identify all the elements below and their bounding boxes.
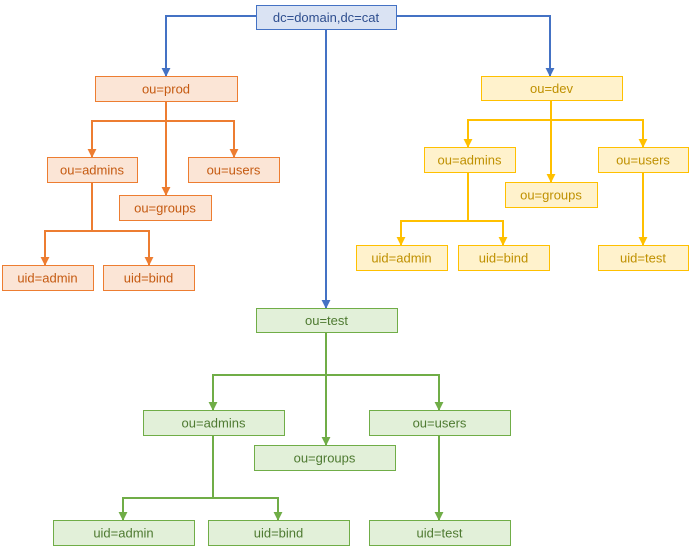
node-dev-admin: uid=admin xyxy=(356,245,448,271)
node-label: ou=dev xyxy=(530,81,574,96)
node-test-admins: ou=admins xyxy=(143,410,285,436)
connector-arrow xyxy=(396,15,555,77)
node-prod: ou=prod xyxy=(95,76,238,102)
node-dev-test: uid=test xyxy=(598,245,689,271)
connector-arrow xyxy=(40,182,93,266)
nodes: dc=domain,dc=cat ou=prod ou=admins ou=users… xyxy=(2,5,689,546)
connector-arrow xyxy=(87,101,167,158)
node-box xyxy=(369,410,511,436)
node-box xyxy=(458,245,550,271)
node-label: ou=test xyxy=(305,313,348,328)
connector-arrow xyxy=(161,15,256,77)
node-box xyxy=(481,76,623,101)
node-dev-admins: ou=admins xyxy=(424,147,516,173)
node-label: ou=users xyxy=(413,416,467,431)
node-test-admin: uid=admin xyxy=(53,520,195,546)
connector-arrow xyxy=(463,100,552,148)
node-root: dc=domain,dc=cat xyxy=(256,5,397,30)
node-test: ou=test xyxy=(256,308,398,333)
node-box xyxy=(256,308,398,333)
connector-arrow xyxy=(326,374,444,411)
node-label: uid=admin xyxy=(17,271,77,286)
node-prod-admin: uid=admin xyxy=(2,265,94,291)
node-label: ou=admins xyxy=(182,416,246,431)
node-prod-admins: ou=admins xyxy=(47,157,138,183)
node-box xyxy=(208,520,350,546)
node-box xyxy=(598,147,689,173)
node-test-groups: ou=groups xyxy=(254,445,396,471)
node-label: ou=admins xyxy=(438,153,502,168)
node-label: ou=groups xyxy=(520,188,582,203)
node-box xyxy=(103,265,195,291)
node-box xyxy=(47,157,138,183)
node-box xyxy=(369,520,511,546)
node-box xyxy=(95,76,238,102)
node-box xyxy=(143,410,285,436)
node-box xyxy=(505,182,598,208)
connector-arrow xyxy=(118,435,214,521)
node-label: ou=groups xyxy=(134,201,196,216)
connector-arrow xyxy=(208,332,327,411)
node-box xyxy=(53,520,195,546)
node-label: ou=users xyxy=(616,153,670,168)
node-box xyxy=(2,265,94,291)
connector-arrow xyxy=(213,497,283,521)
node-label: uid=bind xyxy=(124,271,174,286)
node-dev: ou=dev xyxy=(481,76,623,101)
node-label: uid=admin xyxy=(93,526,153,541)
node-test-test: uid=test xyxy=(369,520,511,546)
node-label: ou=prod xyxy=(142,82,190,97)
node-box xyxy=(188,157,280,183)
node-label: uid=test xyxy=(620,251,666,266)
node-label: ou=groups xyxy=(294,451,356,466)
node-label: uid=test xyxy=(417,526,463,541)
node-box xyxy=(119,195,212,221)
node-test-users: ou=users xyxy=(369,410,511,436)
node-label: ou=admins xyxy=(60,163,124,178)
node-prod-users: ou=users xyxy=(188,157,280,183)
node-test-bind: uid=bind xyxy=(208,520,350,546)
node-prod-groups: ou=groups xyxy=(119,195,212,221)
node-box xyxy=(356,245,448,271)
node-dev-groups: ou=groups xyxy=(505,182,598,208)
node-box xyxy=(598,245,689,271)
node-box xyxy=(424,147,516,173)
node-prod-bind: uid=bind xyxy=(103,265,195,291)
node-box xyxy=(254,445,396,471)
connector-arrow xyxy=(166,120,239,158)
node-label: uid=bind xyxy=(254,526,304,541)
connector-arrow xyxy=(551,119,648,148)
node-label: ou=users xyxy=(207,163,261,178)
node-label: uid=bind xyxy=(479,251,529,266)
node-label: uid=admin xyxy=(371,251,431,266)
connectors xyxy=(40,15,648,521)
node-box xyxy=(256,5,397,30)
connector-arrow xyxy=(396,172,469,246)
node-dev-bind: uid=bind xyxy=(458,245,550,271)
node-dev-users: ou=users xyxy=(598,147,689,173)
connector-arrow xyxy=(468,220,508,246)
connector-arrow xyxy=(92,230,154,266)
node-label: dc=domain,dc=cat xyxy=(273,10,380,25)
